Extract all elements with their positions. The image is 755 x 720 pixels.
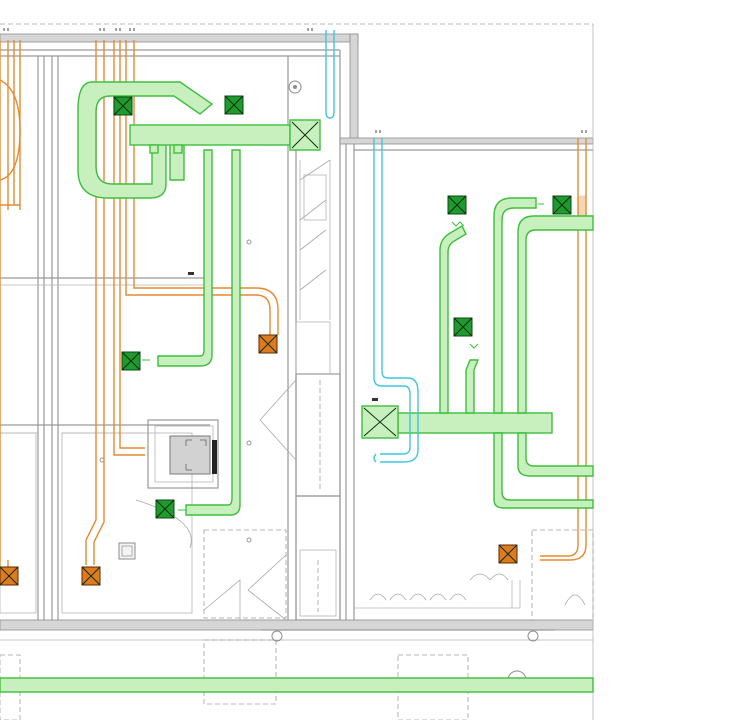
exhaust-air-ducts [325, 30, 419, 463]
floor-drain-icon [118, 542, 136, 560]
supply-diffuser-icon [155, 499, 175, 519]
return-grille-icon [258, 334, 278, 354]
supply-diffuser-icon [453, 317, 473, 337]
architectural-walls [0, 23, 594, 720]
fan-unit-icon [169, 435, 217, 475]
supply-diffuser-icon [447, 195, 467, 215]
return-grille-icon [0, 566, 19, 586]
supply-diffusers [113, 95, 572, 519]
supply-diffuser-icon [552, 195, 572, 215]
return-grille-icon [498, 544, 518, 564]
supply-air-ducts [0, 81, 594, 693]
supply-diffuser-icon [113, 96, 133, 116]
return-grilles [0, 334, 518, 586]
door-swings [135, 159, 586, 621]
supply-diffuser-icon [224, 95, 244, 115]
supply-diffuser-icon [121, 351, 141, 371]
grid-ticks [3, 28, 587, 133]
return-air-ducts [0, 40, 587, 580]
return-grille-icon [81, 566, 101, 586]
